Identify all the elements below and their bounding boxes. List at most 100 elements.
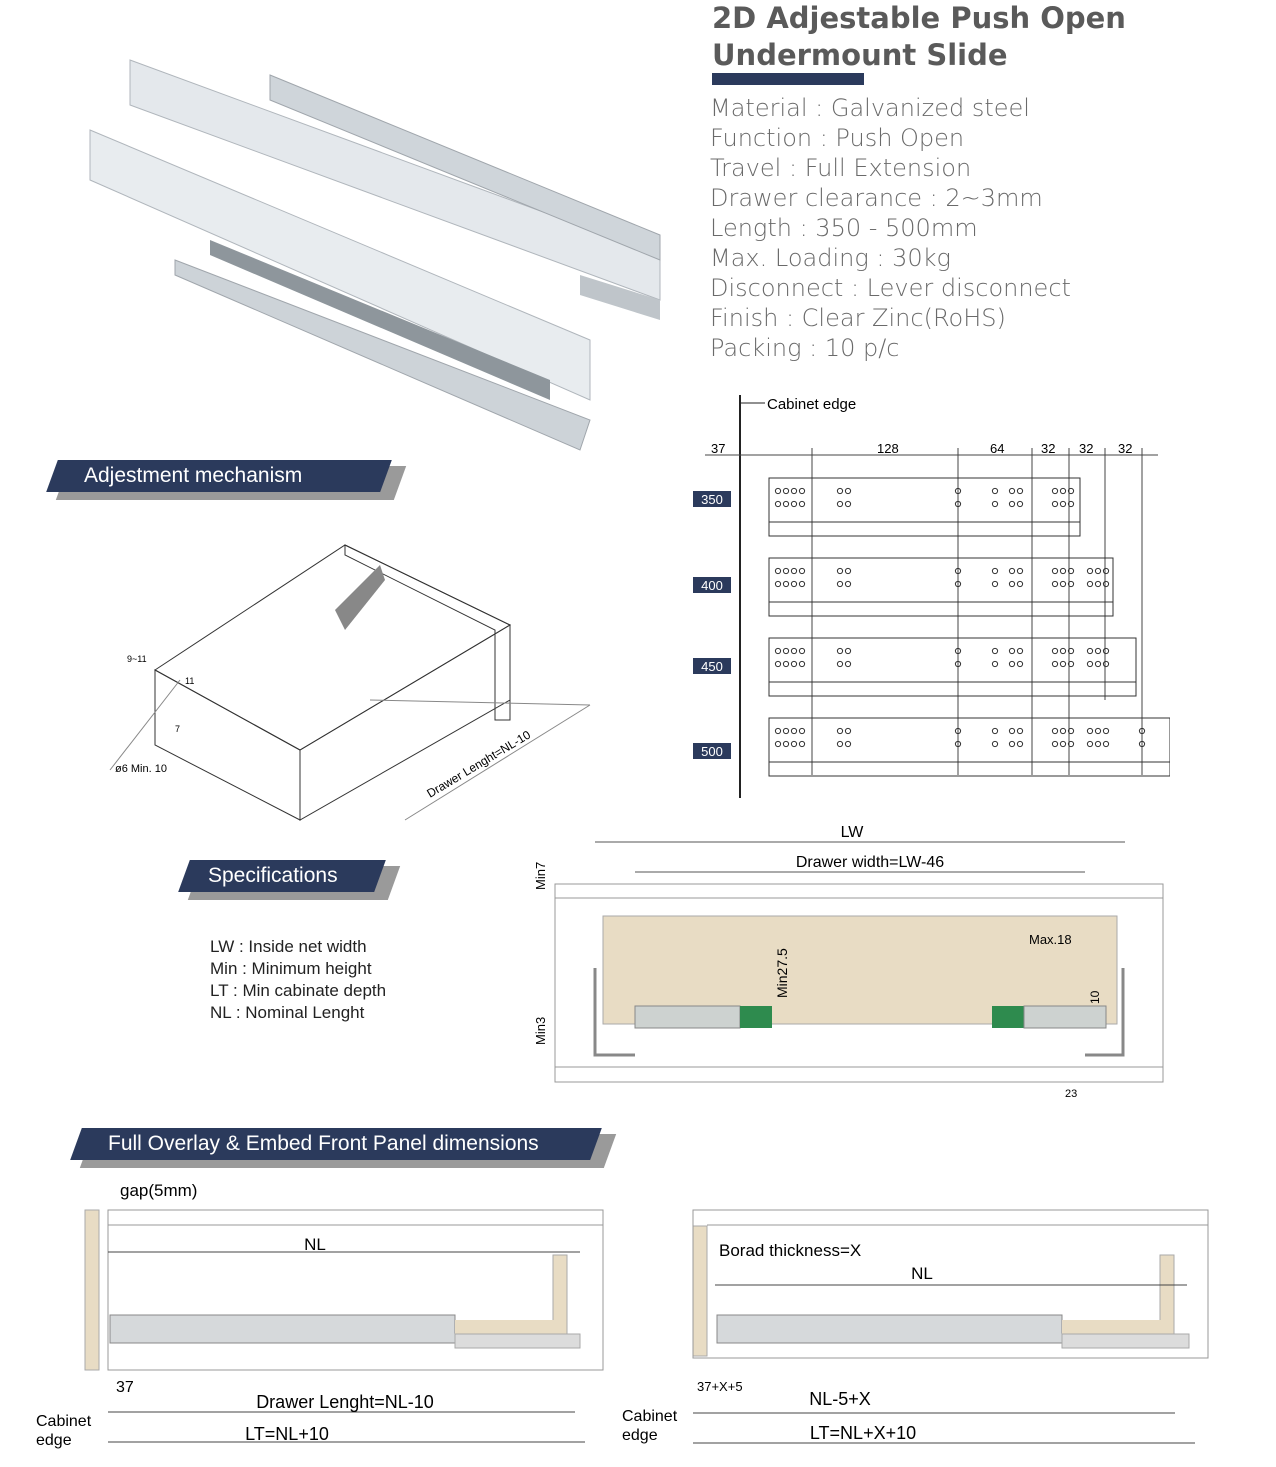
mounting-hole	[782, 740, 790, 748]
section-banner-specifications: Specifications	[178, 860, 401, 900]
mounting-hole	[954, 647, 962, 655]
mounting-hole	[1008, 740, 1016, 748]
mounting-hole	[836, 487, 844, 495]
mounting-hole	[1102, 660, 1110, 668]
mounting-hole	[1051, 740, 1059, 748]
mounting-hole	[798, 500, 806, 508]
mounting-hole	[798, 580, 806, 588]
mounting-hole	[1067, 727, 1075, 735]
mounting-hole	[1067, 580, 1075, 588]
spec-clearance: Drawer clearance : 2~3mm	[710, 184, 1043, 212]
dim-nl: NL	[911, 1264, 933, 1283]
dim-11: 11	[185, 676, 194, 686]
mounting-hole	[1059, 580, 1067, 588]
dim-lw: LW	[841, 824, 865, 841]
mounting-hole	[1008, 580, 1016, 588]
dim-9-11: 9~11	[127, 654, 147, 664]
mounting-hole	[1086, 647, 1094, 655]
dim-lt: LT=NL+X+10	[810, 1423, 916, 1443]
mounting-hole	[1059, 660, 1067, 668]
section-banner-front-panel: Full Overlay & Embed Front Panel dimensi…	[70, 1128, 617, 1168]
legend-min: Min : Minimum height	[210, 959, 372, 978]
rail-350: 350	[693, 477, 1081, 537]
mounting-hole	[1051, 727, 1059, 735]
dim-drawer-length: Drawer Lenght=NL-10	[424, 727, 533, 800]
mounting-hole	[782, 727, 790, 735]
mounting-hole	[790, 487, 798, 495]
spec-function: Function : Push Open	[710, 124, 965, 152]
dim-10: 10	[1088, 990, 1102, 1004]
mounting-hole	[844, 500, 852, 508]
mounting-hole	[1094, 660, 1102, 668]
mounting-hole	[1086, 580, 1094, 588]
svg-text:500: 500	[701, 744, 723, 759]
spec-material: Material : Galvanized steel	[710, 94, 1030, 122]
mounting-hole	[798, 660, 806, 668]
dim-board-thickness: Borad thickness=X	[719, 1241, 861, 1260]
mounting-hole	[836, 727, 844, 735]
mounting-hole	[844, 660, 852, 668]
embed-panel-diagram: Borad thickness=X NL 37+X+5 NL-5+X LT=NL…	[622, 1209, 1209, 1444]
mounting-hole	[1008, 647, 1016, 655]
mounting-hole	[1102, 740, 1110, 748]
mounting-hole	[774, 500, 782, 508]
mounting-hole	[1016, 727, 1024, 735]
mounting-hole	[844, 567, 852, 575]
mounting-hole	[774, 660, 782, 668]
slide-rail-upper	[129, 59, 661, 320]
mounting-hole	[1094, 580, 1102, 588]
mounting-hole	[1059, 647, 1067, 655]
full-overlay-diagram: gap(5mm) NL 37 Drawer Lenght=NL-10 LT=NL…	[36, 1181, 604, 1449]
mounting-hole	[782, 487, 790, 495]
dim-hole: ø6 Min. 10	[115, 763, 167, 775]
mounting-hole	[1086, 567, 1094, 575]
mounting-hole	[774, 580, 782, 588]
dim-drawer-length: Drawer Lenght=NL-10	[256, 1392, 434, 1412]
spec-packing: Packing : 10 p/c	[710, 334, 900, 362]
product-photo	[89, 59, 661, 451]
abbreviation-legend: LW : Inside net width Min : Minimum heig…	[210, 936, 386, 1024]
mounting-hole	[1102, 727, 1110, 735]
mounting-hole	[782, 660, 790, 668]
mounting-hole	[1051, 660, 1059, 668]
mounting-hole	[954, 740, 962, 748]
mounting-hole	[991, 567, 999, 575]
mounting-hole	[1094, 647, 1102, 655]
mounting-hole	[991, 500, 999, 508]
product-title: 2D Adjestable Push Open Undermount Slide	[712, 0, 1126, 74]
mounting-hole	[1016, 647, 1024, 655]
mounting-hole	[782, 500, 790, 508]
mounting-hole	[1138, 740, 1146, 748]
mounting-hole	[1067, 567, 1075, 575]
mounting-hole	[991, 487, 999, 495]
mounting-hole	[1008, 660, 1016, 668]
section-banner-adjustment: Adjestment mechanism	[46, 460, 407, 500]
mounting-hole	[1086, 740, 1094, 748]
mounting-hole	[836, 580, 844, 588]
title-line-1: 2D Adjestable Push Open	[712, 1, 1126, 35]
dim-64: 64	[990, 441, 1004, 456]
mounting-hole	[954, 500, 962, 508]
mounting-hole	[991, 660, 999, 668]
mounting-hole	[1016, 660, 1024, 668]
mounting-hole	[1138, 727, 1146, 735]
mounting-hole	[798, 727, 806, 735]
dim-max18: Max.18	[1029, 932, 1072, 947]
mounting-hole	[1016, 567, 1024, 575]
mounting-hole	[798, 487, 806, 495]
mounting-hole	[1016, 740, 1024, 748]
mounting-hole	[790, 660, 798, 668]
legend-lt: LT : Min cabinate depth	[210, 981, 387, 1000]
spec-loading: Max. Loading : 30kg	[710, 244, 951, 272]
dim-128: 128	[877, 441, 899, 456]
title-line-2: Undermount Slide	[712, 38, 1008, 72]
mounting-hole	[1059, 487, 1067, 495]
mounting-hole	[836, 567, 844, 575]
rail-500: 500	[693, 717, 1170, 777]
mounting-hole	[782, 647, 790, 655]
rail-400: 400	[693, 557, 1114, 617]
mounting-hole	[1067, 660, 1075, 668]
mounting-hole	[991, 727, 999, 735]
svg-text:450: 450	[701, 659, 723, 674]
mounting-hole	[1094, 727, 1102, 735]
